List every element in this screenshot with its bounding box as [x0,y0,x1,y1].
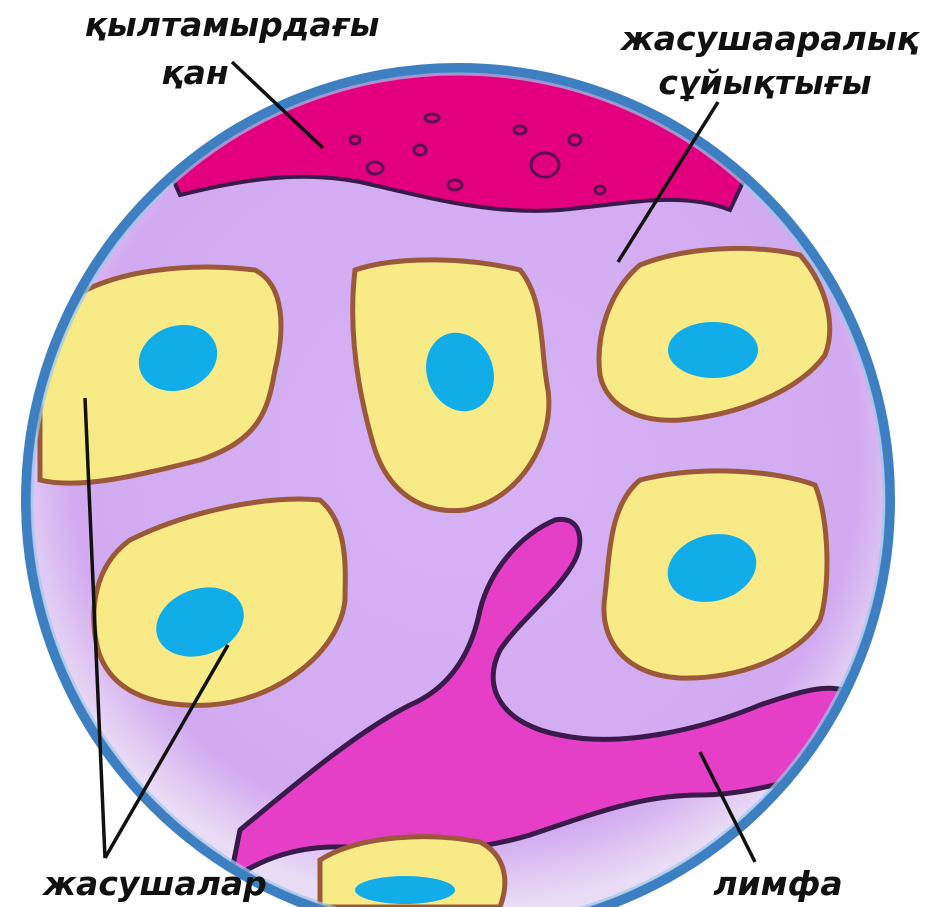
label-lymph: лимфа [713,864,842,903]
label-cells: жасушалар [41,864,267,903]
nucleus [355,876,455,904]
label-interstitial-fluid-line1: жасушааралық [619,19,921,58]
label-capillary-blood-line2: қан [161,53,228,92]
nucleus [668,322,758,378]
label-interstitial-fluid-line2: сұйықтығы [658,63,871,102]
label-capillary-blood-line1: қылтамырдағы [85,5,380,44]
